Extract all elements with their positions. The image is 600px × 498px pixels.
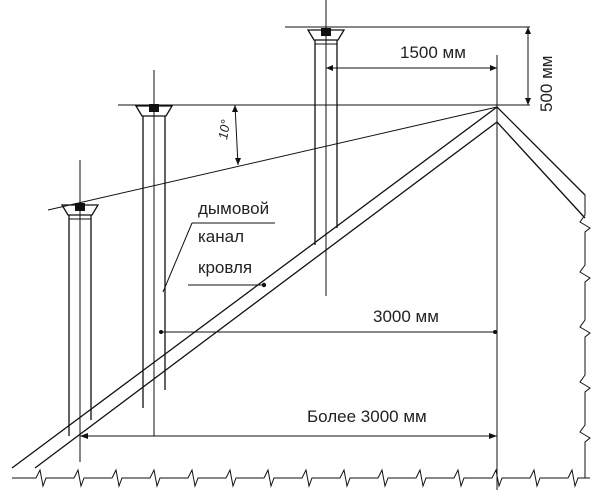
chimney-callout: дымовой канал <box>162 199 275 293</box>
dimension-500: 500 мм <box>525 27 556 112</box>
angle-dimension: 10° <box>215 104 241 166</box>
dimension-more-3000: Более 3000 мм <box>80 407 497 439</box>
roof <box>11 106 586 469</box>
roof-callout: кровля <box>188 258 267 288</box>
dimension-500-label: 500 мм <box>537 56 556 112</box>
chimney-label: дымовой <box>198 199 269 218</box>
chimney-near <box>60 160 100 462</box>
roof-label: кровля <box>198 258 252 277</box>
dimension-3000: 3000 мм <box>159 307 497 334</box>
angle-label: 10° <box>215 119 233 141</box>
chimney-middle <box>134 70 174 436</box>
ten-degree-line <box>47 106 498 211</box>
channel-label: канал <box>198 227 244 246</box>
dimension-3000-label: 3000 мм <box>373 307 439 326</box>
dimension-1500: 1500 мм <box>326 43 497 71</box>
wall-break-line <box>579 195 591 478</box>
chimney-far <box>306 0 346 296</box>
ground-break-line <box>12 468 590 488</box>
dimension-more-3000-label: Более 3000 мм <box>307 407 427 426</box>
dimension-1500-label: 1500 мм <box>400 43 466 62</box>
